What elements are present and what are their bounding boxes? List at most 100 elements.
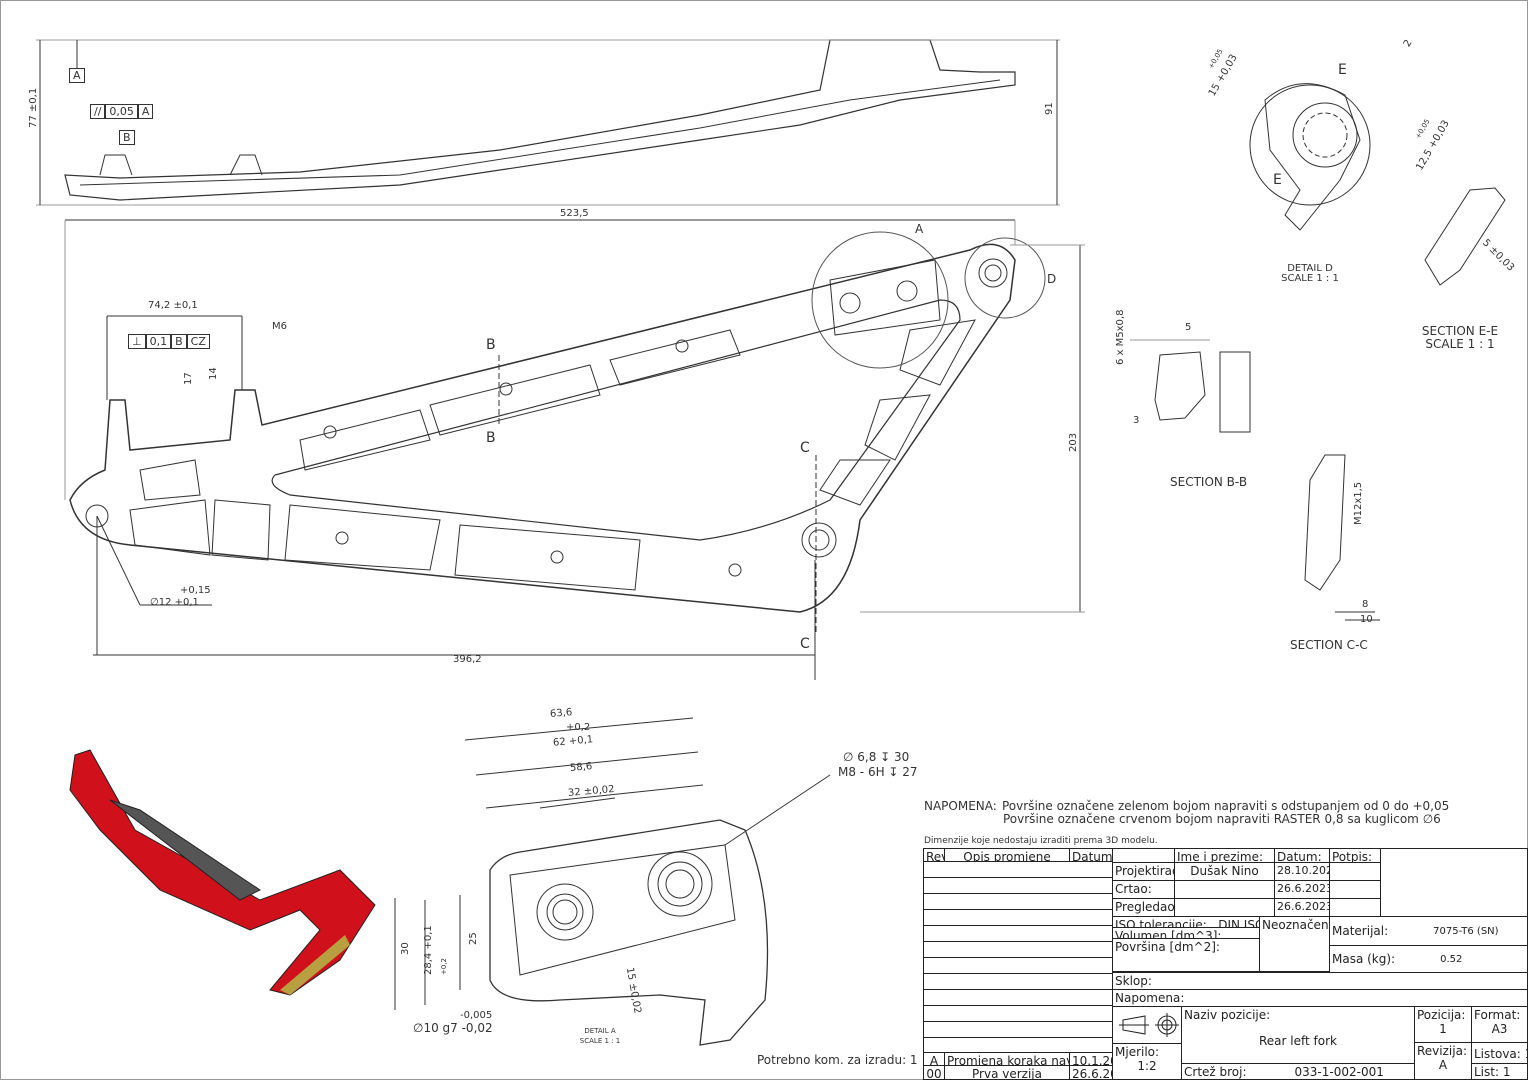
tb-crtez: Crtež broj: 033-1-002-001	[1181, 1063, 1415, 1080]
tb-format-label: Format:	[1474, 1008, 1521, 1022]
section-bb-dim-3: 3	[1133, 415, 1140, 426]
datum-a-label: A	[69, 68, 85, 83]
detail-a-marker: A	[915, 222, 924, 236]
detail-a-dim-25: 25	[468, 932, 479, 945]
tb-crtao-date: 26.6.2023.	[1274, 880, 1330, 899]
section-ee-view	[1424, 187, 1506, 286]
tb-pregledao-label: Pregledao:	[1112, 898, 1175, 917]
tb-header-name: Ime i prezime:	[1174, 848, 1275, 863]
section-bb-view	[1130, 339, 1251, 433]
tb-revizija-value: A	[1438, 1058, 1448, 1072]
detail-a-hole-callout-1: ∅ 6,8 ↧ 30	[843, 750, 910, 764]
tb-mjerilo-label: Mjerilo:	[1115, 1045, 1160, 1059]
dim-396: 396,2	[453, 654, 482, 665]
section-b-marker-top: B	[486, 337, 496, 353]
tb-naziv-label: Naziv pozicije:	[1184, 1008, 1271, 1022]
detail-a-dim-30: 30	[400, 942, 411, 955]
tb-pozicija-label: Pozicija:	[1417, 1008, 1466, 1022]
notes-quantity: Potrebno kom. za izradu: 1	[757, 1053, 918, 1067]
rev-header-rev: Rev.	[923, 848, 945, 862]
detail-a-title: DETAIL A	[584, 1027, 616, 1035]
dim-74: 74,2 ±0,1	[148, 300, 198, 311]
detail-a-scale: SCALE 1 : 1	[579, 1037, 621, 1045]
tb-iso-value: DIN ISO 2768-mK	[1218, 918, 1259, 928]
tb-napomena: Napomena:	[1112, 989, 1528, 1007]
rev-header-date: Datum	[1069, 848, 1113, 862]
tb-crtao-label: Crtao:	[1112, 880, 1175, 899]
detail-a-dim-28-4-tol: +0,2	[440, 958, 448, 975]
detail-a-dim-63-6: 63,6	[549, 707, 573, 720]
section-e-marker-top: E	[1338, 62, 1347, 78]
tb-masa-label: Masa (kg):	[1332, 952, 1396, 966]
detail-d-scale: SCALE 1 : 1	[1281, 273, 1339, 284]
section-bb-title: SECTION B-B	[1170, 475, 1248, 489]
rev-row-a-rev: A	[923, 1052, 945, 1066]
section-ee-scale: SCALE 1 : 1	[1425, 337, 1495, 351]
notes-line-1: Površine označene zelenom bojom napravit…	[1002, 799, 1450, 813]
tb-format-value: A3	[1491, 1022, 1508, 1036]
fcf-parallel-ref: A	[137, 104, 154, 119]
tb-materijal-value: 7075-T6 (SN)	[1433, 925, 1499, 937]
iso-3d-view	[69, 749, 376, 996]
tb-pozicija-value: 1	[1439, 1022, 1447, 1036]
tb-pregledao-name	[1174, 898, 1275, 917]
tb-crtao-name	[1174, 880, 1275, 899]
tb-pozicija: Pozicija:1	[1414, 1006, 1472, 1043]
tb-projektirao-sign	[1329, 862, 1381, 881]
tb-revizija-label: Revizija:	[1417, 1044, 1467, 1058]
tb-crtao-sign	[1329, 880, 1381, 899]
section-cc-dim-8: 8	[1362, 599, 1369, 610]
tb-projektirao-label: Projektirao:	[1112, 862, 1175, 881]
rev-row-00-desc: Prva verzija	[944, 1065, 1070, 1080]
detail-d-title: DETAIL D	[1287, 263, 1333, 274]
fcf-perp-ref2: CZ	[186, 334, 210, 349]
detail-d-view	[1249, 83, 1371, 231]
tb-naziv-value: Rear left fork	[1259, 1034, 1337, 1048]
tb-povrsina: Površina [dm^2]:	[1112, 938, 1260, 972]
dim-side-91: 91	[1044, 102, 1055, 115]
section-c-marker-bottom: C	[800, 636, 810, 652]
tb-materijal-label: Materijal:	[1332, 924, 1389, 938]
fcf-parallel-symbol: //	[90, 104, 106, 119]
detail-a-dim-62-tol: +0,2	[566, 722, 591, 733]
section-cc-title: SECTION C-C	[1290, 638, 1368, 652]
fcf-parallel-value: 0,05	[105, 104, 138, 119]
tb-neoznacene: Neoznačene faze:	[1259, 916, 1330, 972]
rev-row-a-desc: Promjena koraka navoja M5x0,8	[944, 1052, 1070, 1066]
tb-listova: Listova: 1	[1471, 1042, 1528, 1064]
projection-symbol-icon	[1112, 1006, 1182, 1044]
section-cc-dim-10: 10	[1360, 614, 1373, 625]
detail-a-dim-28-4: 28,4 +0,1	[423, 925, 434, 975]
dim-17: 17	[183, 372, 194, 385]
rev-row-a-date: 10.1.2024.	[1069, 1052, 1113, 1066]
notes-missing-dims: Dimenzije koje nedostaju izraditi prema …	[924, 836, 1158, 846]
tb-format: Format:A3	[1471, 1006, 1528, 1043]
tb-crtez-value: 033-1-002-001	[1294, 1065, 1384, 1079]
tb-naziv: Naziv pozicije: Rear left fork	[1181, 1006, 1415, 1064]
tb-header-sign: Potpis:	[1329, 848, 1381, 863]
detail-d-marker: D	[1047, 272, 1057, 286]
tb-masa: Masa (kg): 0.52	[1329, 945, 1528, 973]
section-ee-title: SECTION E-E	[1421, 324, 1499, 338]
side-view	[36, 39, 1060, 206]
tb-pregledao-sign	[1329, 898, 1381, 917]
detail-a-hole-callout-2: M8 - 6H ↧ 27	[838, 765, 918, 779]
dim-side-height: 77 ±0,1	[28, 87, 39, 128]
tb-projektirao-date: 28.10.2022.	[1274, 862, 1330, 881]
section-bb-dim-5: 5	[1185, 322, 1192, 333]
tb-mjerilo: Mjerilo:1:2	[1112, 1043, 1182, 1080]
tb-revizija: Revizija:A	[1414, 1042, 1472, 1080]
section-b-marker-bottom: B	[486, 430, 496, 446]
detail-a-dim-d10: ∅10 g7 -0,02	[413, 1021, 493, 1035]
detail-a-dim-d10-tol: -0,005	[460, 1010, 493, 1021]
datum-b-label: B	[119, 130, 135, 145]
tb-crtez-label: Crtež broj:	[1184, 1065, 1247, 1079]
dim-m6: M6	[272, 321, 287, 332]
tb-list: List: 1	[1471, 1063, 1528, 1080]
dim-length: 523,5	[560, 208, 589, 219]
rev-empty-rows	[923, 861, 1113, 1053]
fcf-perp-ref1: B	[171, 334, 187, 349]
tb-masa-value: 0.52	[1440, 953, 1463, 965]
